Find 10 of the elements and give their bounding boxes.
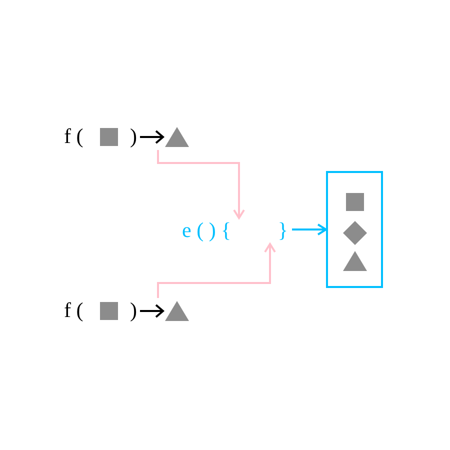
arrow: [157, 150, 245, 219]
output-box: [326, 171, 383, 288]
arrow: [157, 243, 276, 298]
paren-label: ): [130, 298, 137, 322]
paren-label: ): [130, 124, 137, 148]
arrow: [292, 224, 327, 236]
brace-label: }: [278, 218, 288, 242]
function-label: f (: [64, 124, 84, 148]
function-label: f (: [64, 298, 84, 322]
function-label: e ( ) {: [182, 218, 232, 242]
